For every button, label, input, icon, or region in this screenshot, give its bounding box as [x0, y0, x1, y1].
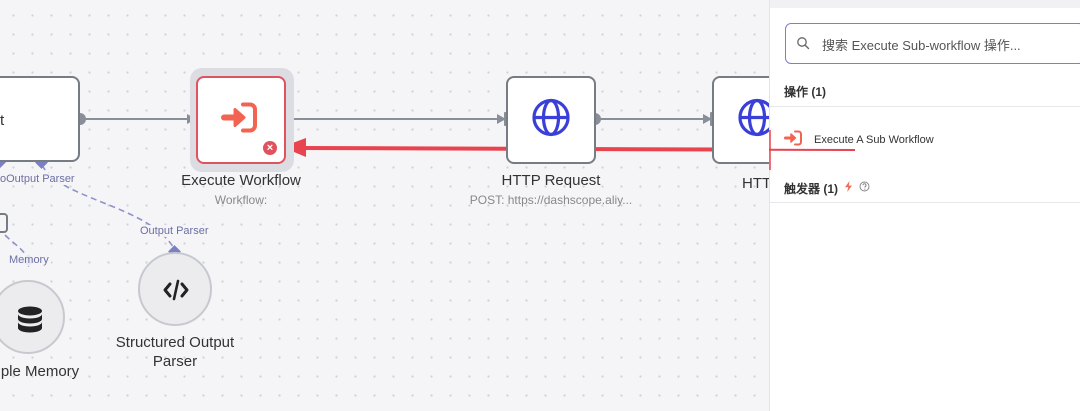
label-line-1: Structured Output: [115, 334, 235, 351]
database-icon: [17, 306, 43, 339]
sign-in-arrow-icon: [221, 102, 261, 139]
node-partial-agent[interactable]: t: [0, 76, 80, 162]
node-http-download[interactable]: [712, 76, 770, 164]
edge-arrowhead: [497, 114, 506, 124]
globe-icon: [531, 98, 571, 143]
workflow-canvas[interactable]: t oOutput Parser × Execute Workflow Work…: [0, 0, 770, 411]
port-label-output-parser: Output Parser: [138, 225, 211, 237]
node-simple-memory[interactable]: [0, 280, 65, 354]
node-execute-workflow-subtitle: Workflow:: [214, 193, 268, 207]
node-execute-workflow[interactable]: ×: [196, 76, 286, 164]
globe-icon: [737, 98, 770, 143]
node-partial-label: t: [0, 112, 5, 129]
error-x-icon[interactable]: ×: [263, 141, 277, 155]
search-icon: [796, 36, 810, 55]
sign-in-arrow-icon: [784, 130, 804, 151]
triggers-section-header[interactable]: 触发器 (1): [784, 179, 870, 197]
section-divider: [770, 106, 1080, 107]
node-http-request[interactable]: [506, 76, 596, 164]
port-label-auto-output-parser: oOutput Parser: [0, 173, 77, 185]
node-creator-panel: 操作 (1) Execute A Sub Workflow 触发器 (1): [769, 0, 1080, 411]
search-box[interactable]: [785, 23, 1080, 64]
help-circle-icon[interactable]: [859, 179, 870, 197]
partial-node-edge: [0, 213, 8, 233]
label-line-2: Parser: [152, 353, 198, 370]
search-input[interactable]: [820, 33, 1074, 57]
node-structured-output-parser-label: Structured Output Parser: [100, 333, 250, 371]
node-http-download-label: HTTP 下载: [742, 175, 770, 192]
action-item-execute-sub-workflow[interactable]: Execute A Sub Workflow: [784, 130, 934, 150]
section-divider: [770, 202, 1080, 203]
triggers-section-title: 触发器 (1): [784, 181, 839, 196]
action-item-label: Execute A Sub Workflow: [814, 134, 934, 146]
actions-section-title: 操作 (1): [784, 85, 827, 99]
panel-top-strip: [770, 0, 1080, 8]
code-icon: [163, 279, 189, 306]
node-execute-workflow-label: Execute Workflow: [181, 172, 301, 189]
edge-arrowhead: [703, 114, 712, 124]
lightning-icon: [844, 179, 853, 197]
node-simple-memory-label: ple Memory: [0, 363, 80, 380]
node-http-request-subtitle: POST: https://dashscope.aliy...: [469, 193, 633, 207]
node-structured-output-parser[interactable]: [138, 252, 212, 326]
port-label-memory: Memory: [7, 254, 51, 266]
node-http-request-label: HTTP Request: [501, 172, 601, 189]
